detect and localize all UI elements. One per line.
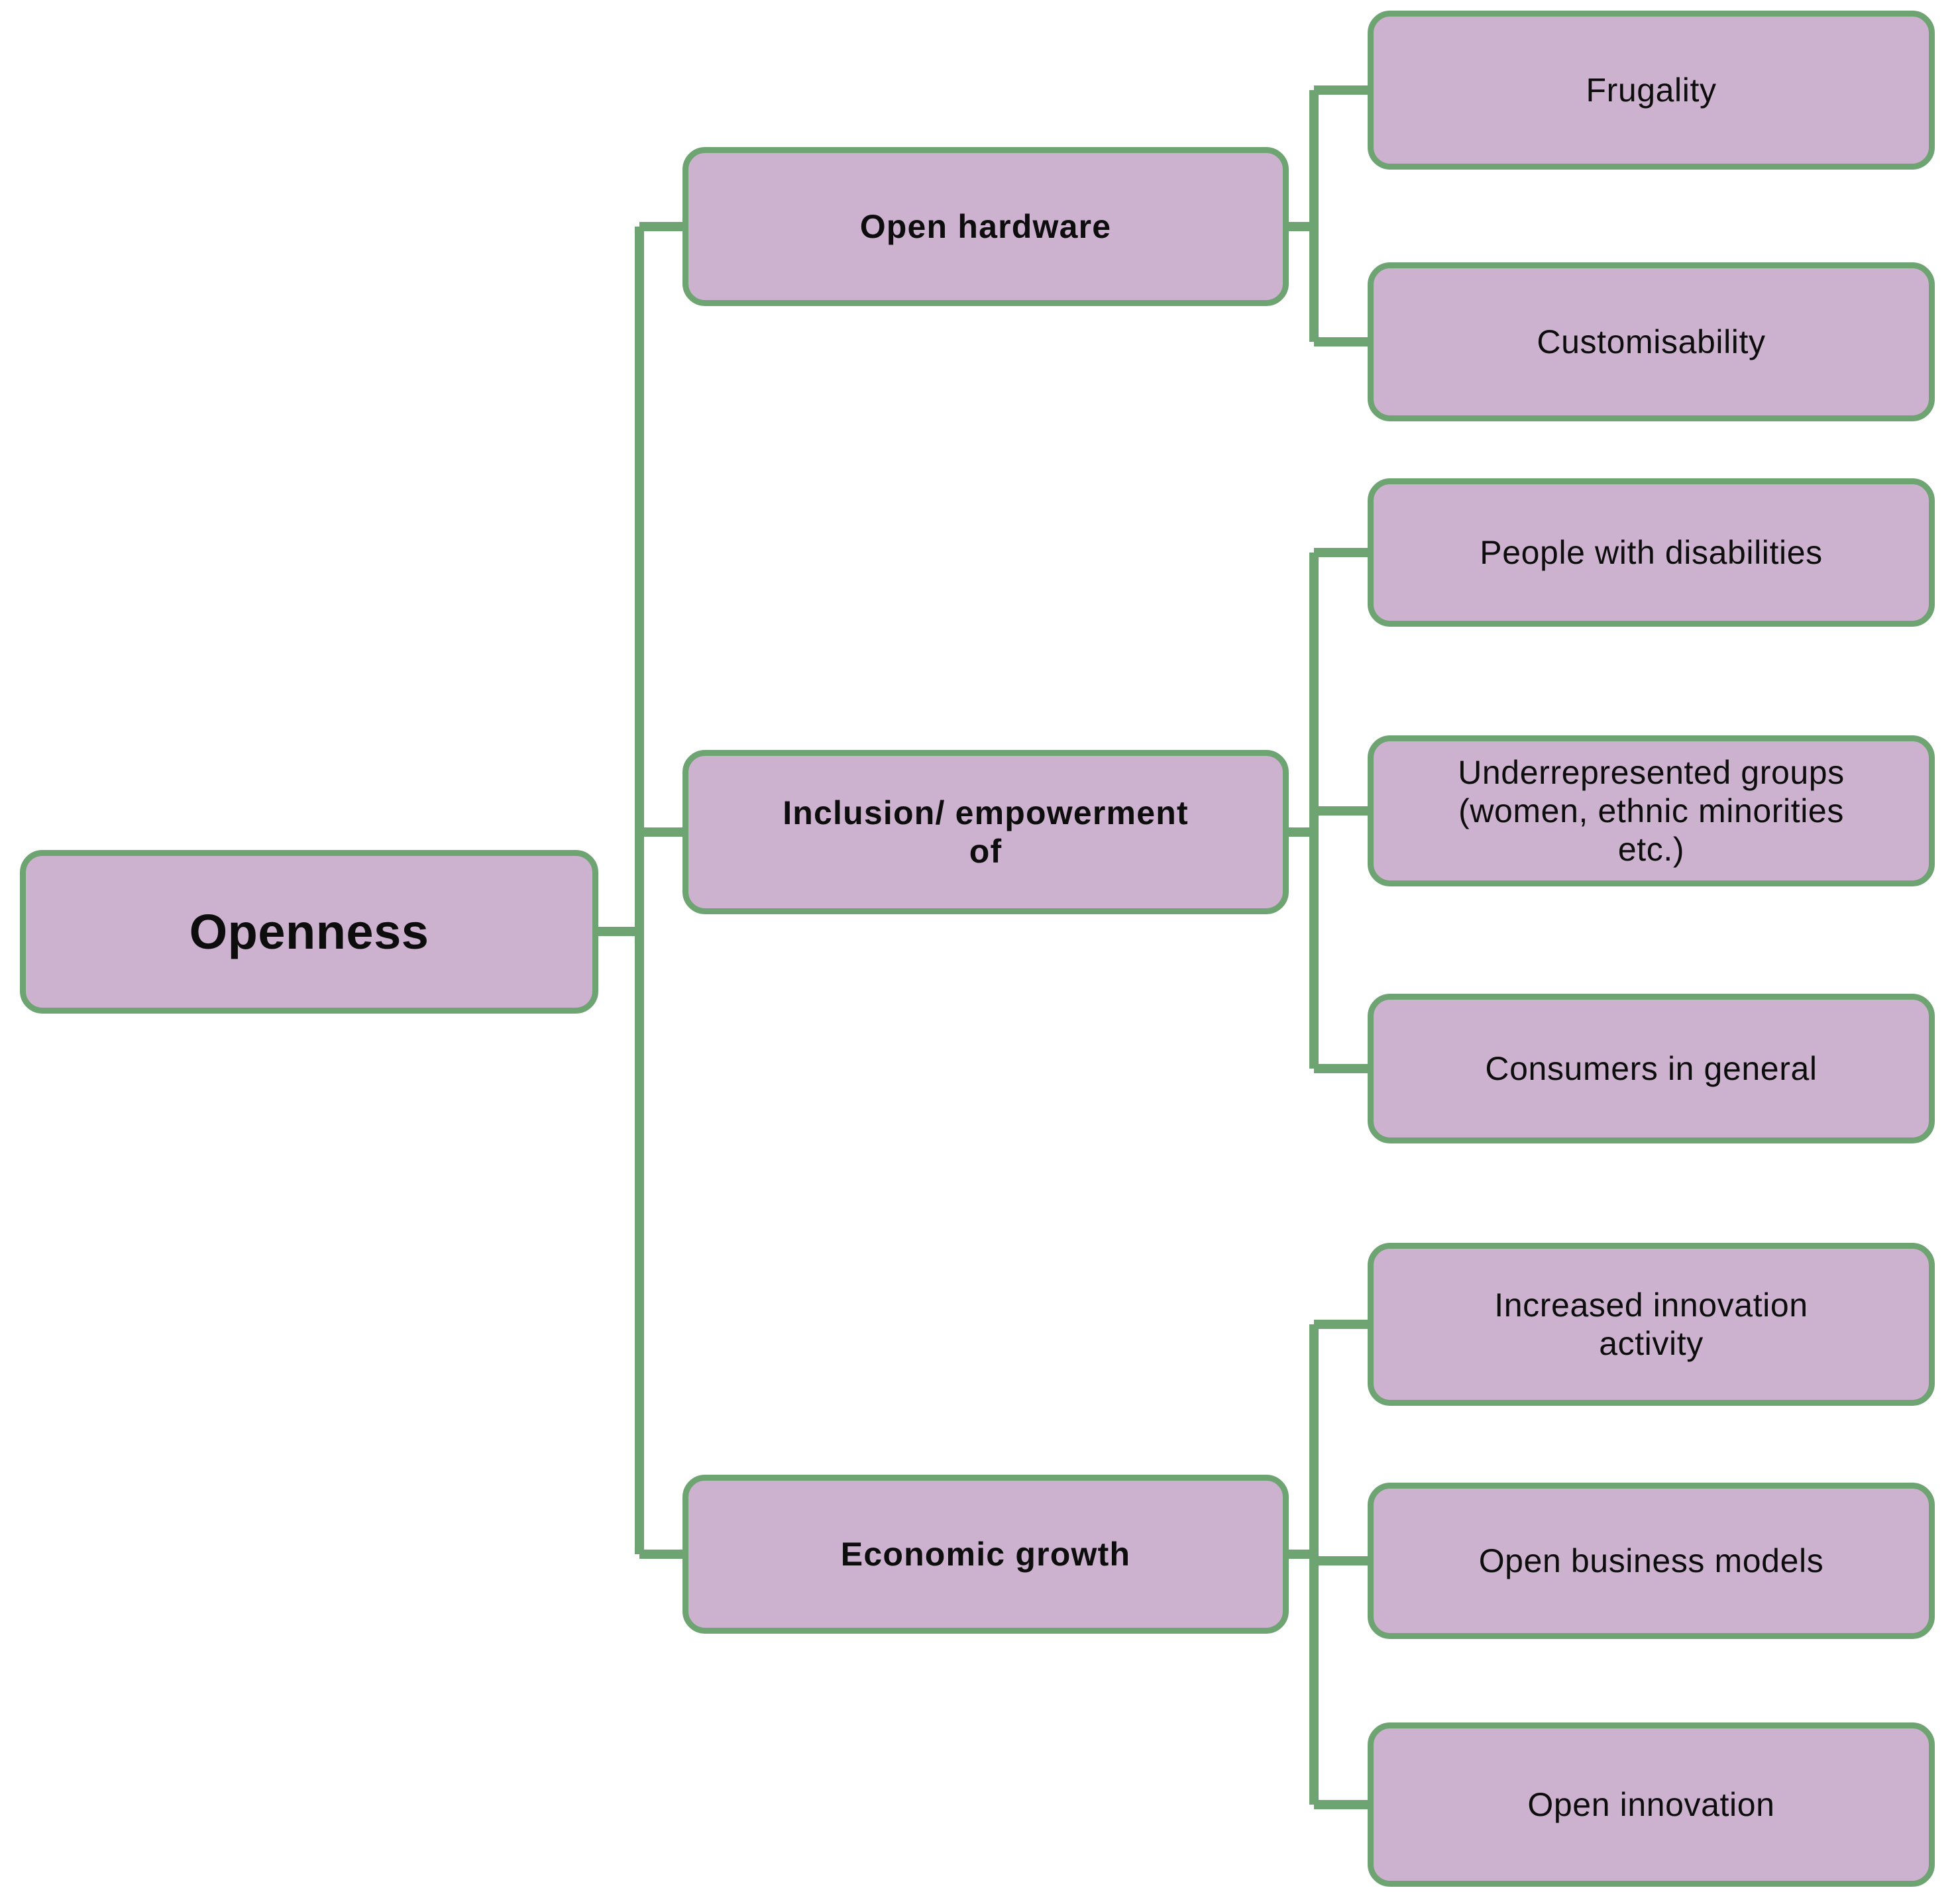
node-inclusion-empowerment[interactable]: Inclusion/ empowerment of bbox=[682, 750, 1289, 914]
node-open-business-models[interactable]: Open business models bbox=[1368, 1483, 1935, 1639]
node-underrepresented-groups[interactable]: Underrepresented groups (women, ethnic m… bbox=[1368, 735, 1935, 886]
node-label: Increased innovation activity bbox=[1494, 1287, 1808, 1362]
node-label: Frugality bbox=[1586, 72, 1717, 109]
node-label: Customisability bbox=[1537, 323, 1766, 360]
node-label: Open business models bbox=[1478, 1542, 1824, 1579]
node-open-innovation[interactable]: Open innovation bbox=[1368, 1722, 1935, 1887]
node-open-hardware[interactable]: Open hardware bbox=[682, 147, 1289, 306]
node-label: Open innovation bbox=[1527, 1786, 1775, 1823]
node-people-with-disabilities[interactable]: People with disabilities bbox=[1368, 478, 1935, 627]
node-label: Openness bbox=[189, 904, 429, 959]
node-label: Open hardware bbox=[859, 208, 1112, 245]
node-label: People with disabilities bbox=[1480, 534, 1823, 571]
node-increased-innovation-activity[interactable]: Increased innovation activity bbox=[1368, 1243, 1935, 1406]
node-label: Underrepresented groups (women, ethnic m… bbox=[1458, 754, 1845, 868]
node-label: Inclusion/ empowerment of bbox=[783, 794, 1189, 870]
node-customisability[interactable]: Customisability bbox=[1368, 262, 1935, 421]
node-economic-growth[interactable]: Economic growth bbox=[682, 1475, 1289, 1634]
node-openness[interactable]: Openness bbox=[20, 850, 598, 1014]
node-label: Consumers in general bbox=[1485, 1050, 1818, 1087]
node-consumers-in-general[interactable]: Consumers in general bbox=[1368, 994, 1935, 1143]
node-label: Economic growth bbox=[840, 1536, 1131, 1573]
node-frugality[interactable]: Frugality bbox=[1368, 11, 1935, 170]
